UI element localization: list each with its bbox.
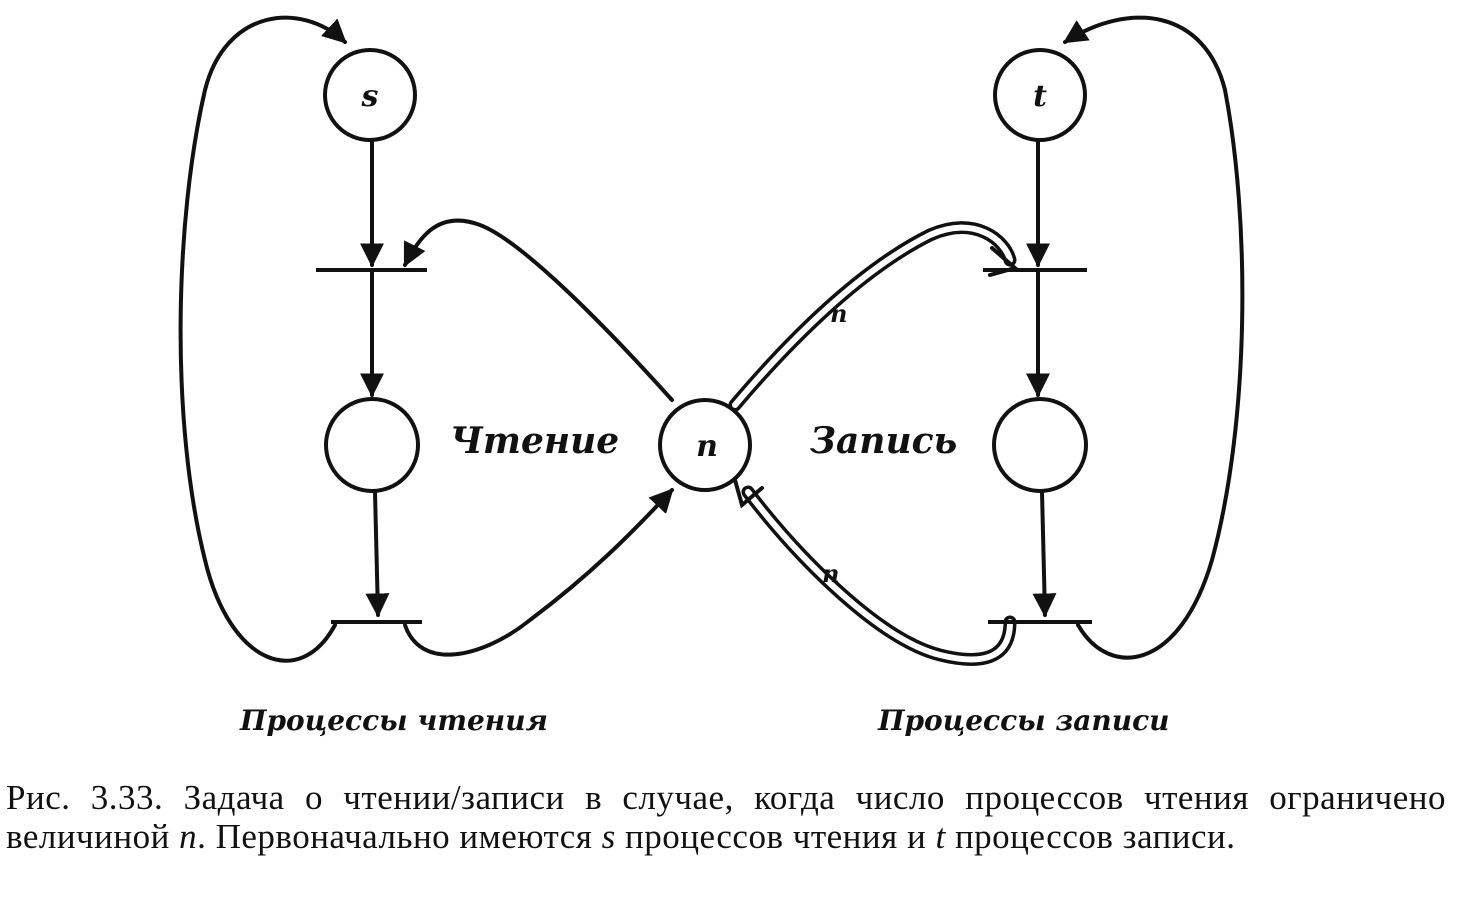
place-writing [992,397,1088,493]
arc-reader-loop [178,15,347,663]
arc-n-to-t3-inner [732,224,1013,408]
label-place-t: t [1033,79,1047,114]
place-n [658,398,752,492]
place-s [323,48,417,142]
label-weight-upper: n [830,299,847,328]
label-place-s: s [361,79,379,114]
label-write: Запись [810,420,957,462]
arc-write-to-t4 [1032,490,1057,618]
figure-caption: Рис. 3.33. Задача о чтении/записи в случ… [6,778,1446,856]
arc-t4-to-n-head [733,478,764,509]
arc-t4-to-n-inner [745,489,1013,663]
label-readers: Процессы чтения [239,704,548,737]
arc-writer-loop [1062,15,1245,660]
place-t [993,48,1087,142]
label-read: Чтение [450,420,619,462]
arc-t2-to-n [403,488,674,657]
arc-n-to-t1 [403,218,674,402]
label-writers: Процессы записи [877,704,1169,737]
arc-read-to-t2 [365,490,390,618]
place-reading [324,397,420,493]
petri-net-diagram: s t n Чтение Запись n n Процессы чтения … [178,15,1245,737]
label-place-n: n [696,429,718,464]
arc-n-to-t3-outer [728,221,1017,412]
arc-t4-to-n-outer [741,485,1017,666]
label-weight-lower: n [822,559,839,588]
